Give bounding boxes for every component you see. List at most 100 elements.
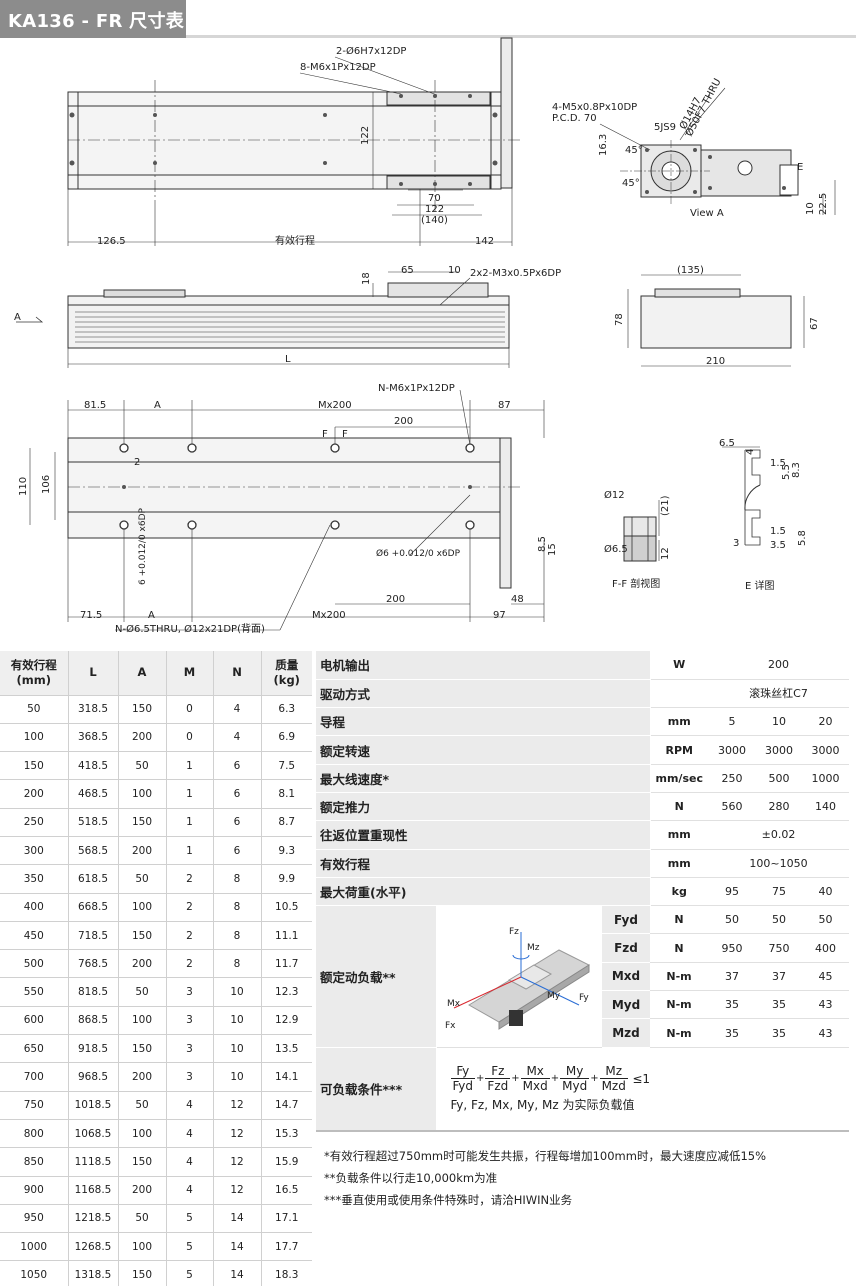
end-dim-67: 67 (809, 317, 820, 330)
view-a-detail-marker: E (797, 162, 803, 173)
axis-label-fy: Fy (579, 993, 589, 1003)
bottom-dim-a-top: A (154, 400, 161, 411)
top-dim-effective-stroke: 有效行程 (275, 234, 315, 247)
table-cell: 818.5 (68, 977, 119, 1007)
footnote-3: ***垂直使用或使用条件特殊时，请洽HIWIN业务 (324, 1193, 573, 1207)
table-cell: 16.5 (261, 1176, 312, 1205)
e-detail-caption: E 详图 (745, 579, 775, 592)
bottom-dim-200-top: 200 (394, 416, 413, 427)
table-cell: 8.7 (261, 808, 312, 837)
spec-row-dynamic-mxd: Mxd N-m 37 37 45 (316, 962, 849, 992)
spec-unit-repeatability: mm (650, 820, 708, 850)
spec-row-dynamic-fyd: 额定动负载** Fz Mz Mx Fx My (316, 905, 849, 1048)
end-dim-135: (135) (677, 265, 704, 276)
table-cell: 900 (0, 1176, 69, 1205)
spec-sub-mzd: Mzd (602, 1018, 650, 1048)
spec-label-drive: 驱动方式 (316, 679, 651, 709)
ff-dim-counterbore: Ø12 (604, 489, 625, 501)
table-cell: 11.7 (261, 949, 312, 979)
spec-label-motor-power: 电机输出 (316, 651, 651, 680)
table-cell: 14.1 (261, 1062, 312, 1092)
spec-unit-lead: mm (650, 707, 708, 737)
spec-value-rated-speed-1: 3000 (708, 735, 756, 765)
plus-sign-1: + (476, 1073, 485, 1085)
table-cell: 468.5 (68, 779, 119, 809)
table-cell: 6.9 (261, 723, 312, 753)
bottom-section-mark-left: F (322, 429, 328, 440)
plus-sign-3: + (550, 1073, 560, 1085)
spec-value-repeatability: ±0.02 (708, 820, 849, 850)
spec-unit-drive-empty (650, 679, 708, 709)
table-cell: 0 (166, 695, 214, 724)
spec-label-repeatability: 往返位置重现性 (316, 820, 651, 850)
table-cell: 718.5 (68, 921, 119, 951)
table-cell: 50 (118, 864, 167, 894)
side-dim-tapped-holes: 2x2-M3x0.5Px6DP (470, 268, 561, 279)
col-header-m: M (166, 651, 214, 696)
spec-label-lead: 导程 (316, 707, 651, 737)
e-dim-5-5: 5.5 (781, 464, 792, 480)
table-cell: 5 (166, 1260, 214, 1286)
spec-value-stroke: 100~1050 (708, 849, 849, 878)
spec-row-rated-thrust: 额定推力 N 560 280 140 (316, 792, 849, 822)
table-cell: 368.5 (68, 723, 119, 753)
table-cell: 200 (118, 723, 167, 753)
table-cell: 1168.5 (68, 1176, 119, 1205)
table-cell: 8 (213, 921, 262, 951)
spec-sub-mxd: Mxd (602, 962, 650, 992)
axis-label-my: My (547, 991, 561, 1001)
spec-unit-max-load: kg (650, 877, 708, 907)
end-dim-210: 210 (706, 356, 725, 367)
load-condition-note: Fy, Fz, Mx, My, Mz 为实际负载值 (450, 1098, 635, 1113)
bottom-dim-97: 97 (493, 610, 506, 621)
table-cell: 12 (213, 1091, 262, 1120)
spec-value-fzd-2: 750 (756, 933, 802, 963)
table-cell: 1 (166, 836, 214, 866)
table-cell: 6 (213, 836, 262, 866)
table-cell: 3 (166, 977, 214, 1007)
bottom-dim-thru-holes: N-Ø6.5THRU, Ø12x21DP(背面) (115, 622, 265, 635)
table-cell: 4 (213, 695, 262, 724)
spec-value-max-speed-2: 500 (756, 764, 802, 793)
spec-unit-stroke: mm (650, 849, 708, 878)
linear-module-axes-icon: Fz Mz Mx Fx My Fy (445, 927, 591, 1031)
spec-value-rated-speed-3: 3000 (802, 735, 849, 765)
table-cell: 1 (166, 779, 214, 809)
table-cell: 968.5 (68, 1062, 119, 1092)
spec-row-max-load: 最大荷重(水平) kg 95 75 40 (316, 877, 849, 907)
table-cell: 6 (213, 779, 262, 809)
table-cell: 2 (166, 921, 214, 951)
top-dim-126-5: 126.5 (97, 236, 126, 247)
table-cell: 8 (213, 864, 262, 894)
table-cell: 15.9 (261, 1147, 312, 1177)
bottom-dim-87: 87 (498, 400, 511, 411)
table-cell: 8.1 (261, 779, 312, 809)
spec-value-fyd-2: 50 (756, 905, 802, 935)
view-a-caption: View A (690, 208, 724, 219)
spec-value-mzd-2: 35 (756, 1018, 802, 1048)
table-cell: 100 (118, 893, 167, 922)
table-cell: 150 (0, 751, 69, 781)
axis-label-fz: Fz (509, 927, 519, 937)
spec-label-rated-thrust: 额定推力 (316, 792, 651, 822)
table-cell: 10 (213, 1034, 262, 1064)
side-dim-10: 10 (448, 265, 461, 276)
bottom-dim-15: 15 (547, 543, 558, 556)
top-dim-tapped-holes: 8-M6x1Px12DP (300, 62, 376, 73)
table-cell: 4 (166, 1147, 214, 1177)
spec-label-max-speed: 最大线速度* (316, 764, 651, 793)
table-cell: 518.5 (68, 808, 119, 837)
view-a-dim-22-5: 22.5 (818, 193, 829, 215)
spec-unit-rated-thrust: N (650, 792, 708, 822)
e-detail (722, 446, 761, 546)
footnote-2: **负载条件以行走10,000km为准 (324, 1171, 498, 1185)
spec-row-rated-speed: 额定转速 RPM 3000 3000 3000 (316, 735, 849, 765)
spec-unit-fyd: N (650, 905, 708, 935)
spec-value-max-load-1: 95 (708, 877, 756, 907)
top-dim-142: 142 (475, 236, 494, 247)
